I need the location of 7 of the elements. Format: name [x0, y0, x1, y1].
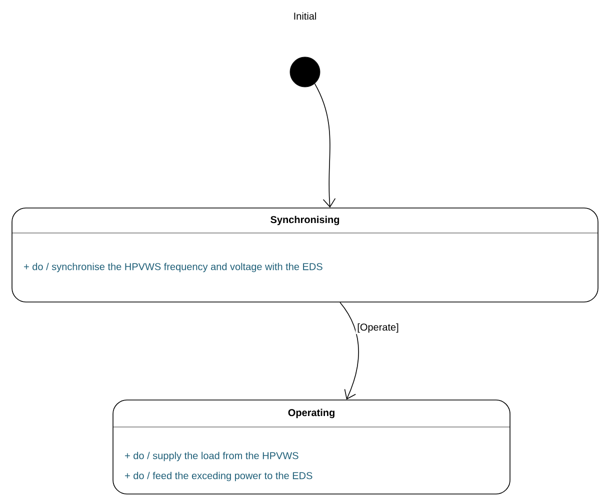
- arrow: [340, 302, 359, 400]
- edge-label: [Operate]: [356, 322, 400, 334]
- arrow: [314, 83, 336, 208]
- state-name: Initial: [294, 12, 316, 20]
- state-box: Synchronising + do / synchronise the HPVWS frequency and voltage with the EDS: [12, 208, 598, 302]
- state-box: Operating + do / supply the load from the HPVWS + do / feed the exceding power to the EDS: [112, 400, 510, 494]
- state-circle: [290, 56, 320, 88]
